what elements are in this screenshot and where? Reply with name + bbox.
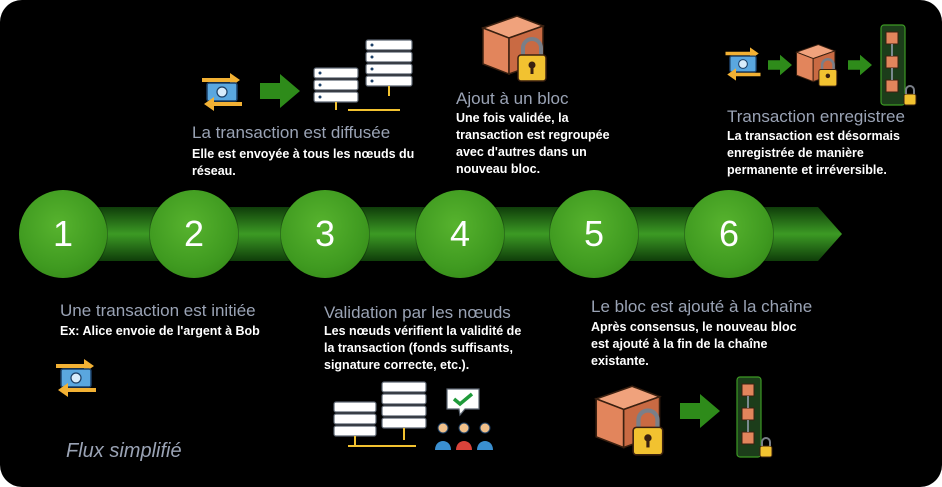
step-1-circle: 1 xyxy=(19,190,107,278)
arrow-right-icon xyxy=(680,394,720,428)
step-6-circle: 6 xyxy=(685,190,773,278)
network-nodes-icon xyxy=(333,381,427,447)
checkmark-bubble-icon xyxy=(446,388,480,417)
step-4-description: Une fois validée, la transaction est reg… xyxy=(456,111,610,176)
step-5-circle: 5 xyxy=(550,190,638,278)
blockchain-icon xyxy=(880,24,917,106)
step-2-title: La transaction est diffusée xyxy=(192,123,391,142)
step-1-title: Une transaction est initiée xyxy=(60,301,256,320)
blockchain-icon xyxy=(736,376,773,458)
step-6-title: Transaction enregistree xyxy=(727,107,905,126)
arrow-right-icon xyxy=(260,74,300,108)
step-3-title: Validation par les nœuds xyxy=(324,303,511,322)
step-3-circle: 3 xyxy=(281,190,369,278)
step-6-description: La transaction est désormais enregistrée… xyxy=(727,129,900,177)
money-transfer-icon xyxy=(56,359,96,397)
step-2-description: Elle est envoyée à tous les nœuds du rés… xyxy=(192,147,415,178)
step-5-title: Le bloc est ajouté à la chaîne xyxy=(591,297,813,316)
locked-box-icon xyxy=(593,385,664,456)
step-4-circle: 4 xyxy=(416,190,504,278)
arrow-right-icon xyxy=(768,54,792,76)
step-4-title: Ajout à un bloc xyxy=(456,89,569,108)
locked-box-icon xyxy=(480,15,547,82)
step-1-description: Ex: Alice envoie de l'argent à Bob xyxy=(60,324,260,338)
step-2-circle: 2 xyxy=(150,190,238,278)
step-3-description: Les nœuds vérifient la validité de la tr… xyxy=(324,324,522,372)
money-transfer-icon xyxy=(202,73,242,111)
people-group-icon xyxy=(435,422,493,450)
arrow-right-icon xyxy=(848,54,872,76)
money-transfer-icon xyxy=(725,47,761,81)
locked-box-icon xyxy=(795,44,838,87)
footer-note: Flux simplifié xyxy=(66,440,182,462)
server-rack-icon xyxy=(313,39,413,111)
step-5-description: Après consensus, le nouveau bloc est ajo… xyxy=(591,320,797,368)
